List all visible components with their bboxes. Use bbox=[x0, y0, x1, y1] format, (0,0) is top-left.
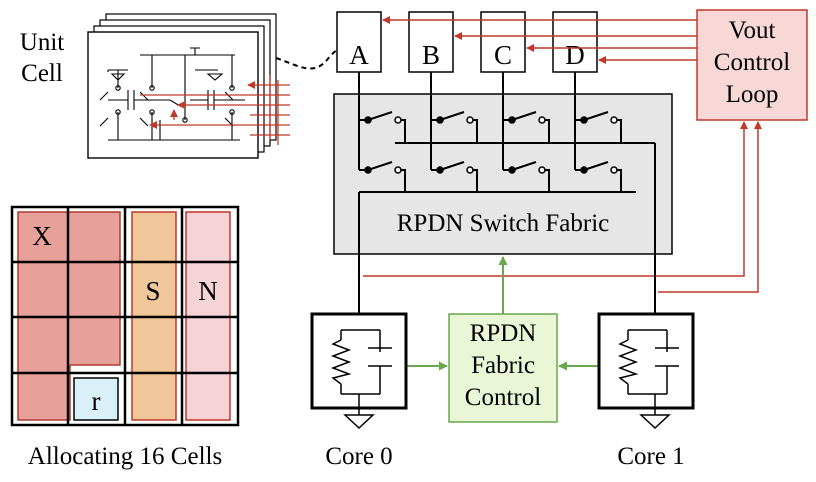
buffer-label-c: C bbox=[494, 40, 512, 70]
grid-lines bbox=[12, 207, 238, 425]
unit-cell-red-wires bbox=[140, 75, 290, 145]
fabric-control-box bbox=[448, 313, 558, 423]
resistor-icon bbox=[330, 339, 352, 385]
buffer-box-c bbox=[480, 11, 526, 73]
resistor-icon bbox=[617, 339, 639, 385]
buffer-box-d bbox=[552, 11, 598, 73]
allocation-grid: X S N r bbox=[10, 205, 240, 427]
core-1-label: Core 1 bbox=[617, 443, 684, 470]
control-green-wires bbox=[407, 256, 599, 371]
unit-cell-title-line1: Unit bbox=[20, 29, 65, 56]
vout-control-line2: Control bbox=[714, 49, 790, 76]
unit-cell-schematic bbox=[99, 47, 245, 141]
region-x-label: X bbox=[32, 221, 52, 251]
vout-control-line1: Vout bbox=[729, 17, 776, 44]
fabric-to-core-wires bbox=[358, 254, 656, 314]
buffer-label-d: D bbox=[565, 40, 585, 70]
switch-terminals bbox=[364, 116, 618, 174]
region-s-label: S bbox=[145, 276, 160, 306]
vout-control-box bbox=[696, 9, 808, 121]
buffer-row: A B C D bbox=[336, 11, 598, 73]
buffer-label-a: A bbox=[349, 40, 369, 70]
region-n-label: N bbox=[198, 276, 218, 306]
vout-feedback-wires bbox=[363, 121, 762, 293]
fabric-control-line2: Fabric bbox=[471, 352, 535, 379]
switch-fabric-label: RPDN Switch Fabric bbox=[397, 210, 610, 237]
allocation-caption: Allocating 16 Cells bbox=[28, 443, 222, 470]
buffer-label-b: B bbox=[422, 40, 440, 70]
buffer-box-b bbox=[408, 11, 454, 73]
unit-cell-title-line2: Cell bbox=[21, 60, 63, 87]
region-r-label: r bbox=[92, 386, 101, 416]
vout-control-line3: Loop bbox=[726, 81, 779, 108]
core-1: Core 1 bbox=[597, 312, 695, 470]
fabric-control-line3: Control bbox=[465, 384, 541, 411]
core-0: Core 0 bbox=[310, 312, 408, 470]
region-r bbox=[73, 377, 119, 421]
fabric-control-line1: RPDN bbox=[470, 320, 537, 347]
vout-to-buffer-wires bbox=[382, 16, 697, 64]
core-0-label: Core 0 bbox=[325, 443, 392, 470]
buffer-box-a bbox=[336, 11, 382, 73]
unit-cell: Unit Cell bbox=[20, 13, 290, 159]
